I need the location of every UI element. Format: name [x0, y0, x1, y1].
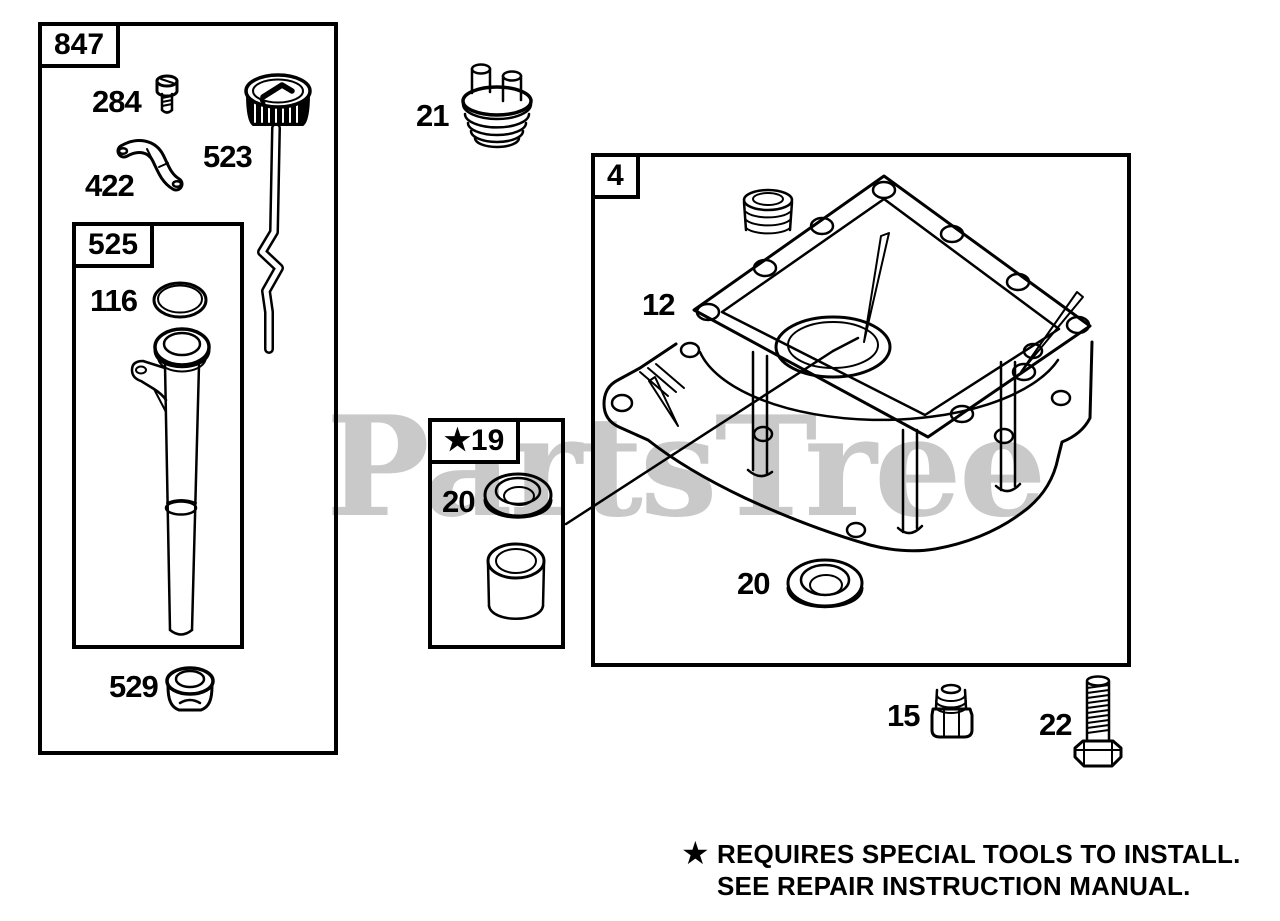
plug-21-icon: [463, 65, 531, 148]
callout-20-main: 20: [737, 566, 770, 601]
dipstick-523-icon: [246, 75, 310, 349]
footnote-line2: SEE REPAIR INSTRUCTION MANUAL.: [717, 871, 1191, 901]
group-box-19-label: ★19: [428, 418, 521, 464]
star-icon: ★: [681, 835, 710, 871]
group-box-847: 847: [38, 22, 338, 755]
callout-22: 22: [1039, 707, 1072, 742]
group-box-4-label: 4: [591, 153, 640, 199]
bolt-22-icon: [1075, 677, 1121, 767]
callout-422: 422: [85, 168, 135, 203]
footnote: ★ REQUIRES SPECIAL TOOLS TO INSTALL. SEE…: [681, 835, 1241, 902]
screw-284-icon: [157, 76, 177, 113]
spacer-sleeve-icon: [488, 544, 544, 619]
group-box-525: 525: [72, 222, 244, 649]
callout-12: 12: [642, 287, 675, 322]
bracket-422-icon: [119, 147, 181, 187]
leader-line: [566, 351, 833, 524]
fill-tube-icon: [132, 329, 209, 635]
callout-20-inset: 20: [442, 484, 475, 519]
oring-116-icon: [154, 283, 206, 317]
callout-529: 529: [109, 669, 159, 704]
sump-body-icon: [604, 190, 1092, 551]
callout-116: 116: [90, 283, 138, 318]
footnote-line1: REQUIRES SPECIAL TOOLS TO INSTALL.: [717, 839, 1241, 869]
drain-plug-15-icon: [932, 685, 972, 737]
callout-21: 21: [416, 98, 449, 133]
seal-20-main-icon: [788, 560, 862, 607]
callout-523: 523: [203, 139, 253, 174]
gasket-12-icon: [694, 176, 1090, 437]
seal-20-inset-icon: [485, 474, 551, 517]
group-box-847-label: 847: [38, 22, 121, 68]
group-box-19: ★19: [428, 418, 565, 649]
callout-15: 15: [887, 698, 920, 733]
group-box-4: 4: [591, 153, 1131, 667]
plug-529-icon: [167, 668, 213, 710]
group-box-525-label: 525: [72, 222, 155, 268]
callout-284: 284: [92, 84, 142, 119]
